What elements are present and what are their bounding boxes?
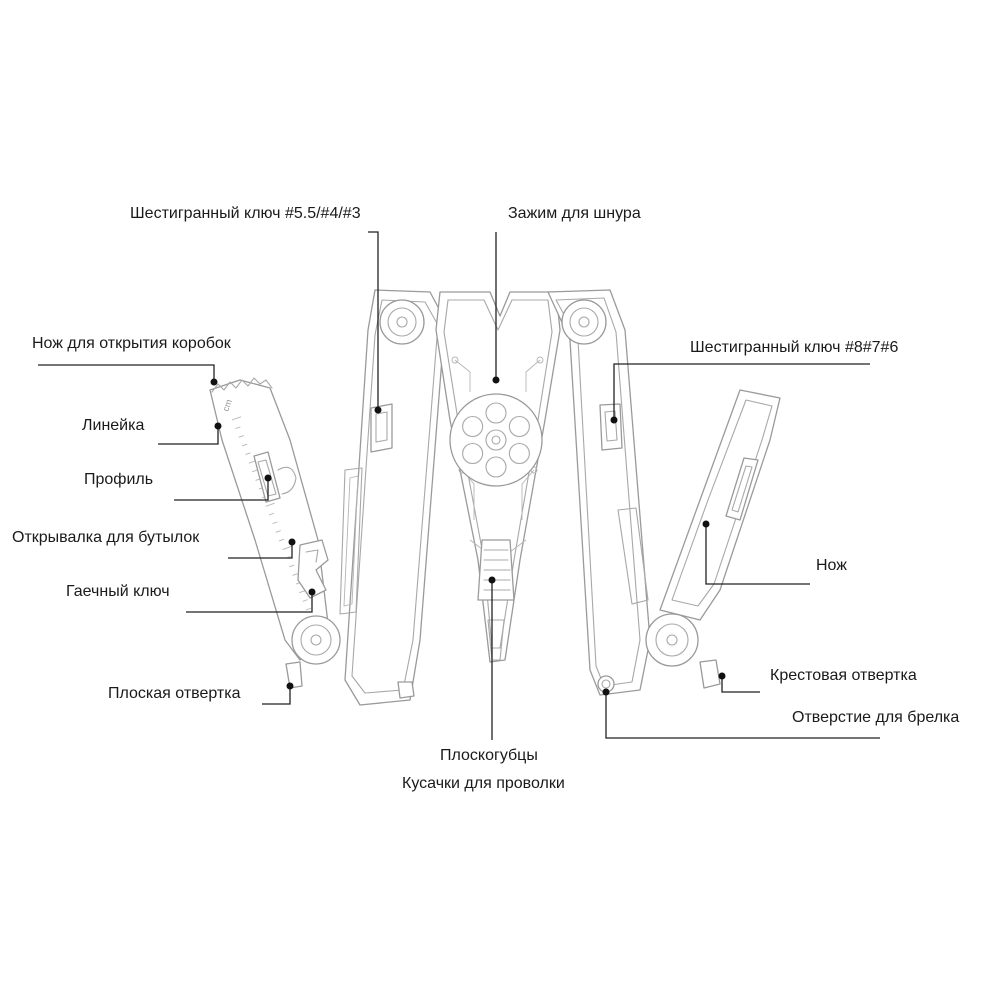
label-hex-key-small: Шестигранный ключ #5.5/#4/#3: [130, 205, 361, 222]
label-box-knife: Нож для открытия коробок: [32, 335, 231, 352]
ruler-tick: [265, 502, 275, 507]
label-ruler: Линейка: [82, 417, 145, 434]
ruler-tick: [252, 469, 258, 473]
left-tool-blade: cm: [209, 377, 341, 689]
ruler-tick: [302, 599, 308, 602]
ruler-unit: cm: [220, 398, 234, 413]
ruler-tick: [305, 607, 312, 611]
ruler-tick: [292, 573, 298, 576]
label-bottle-opener: Открывалка для бутылок: [12, 529, 200, 546]
cord-clamp-hole: [508, 415, 530, 438]
center-pliers: [435, 291, 561, 663]
ruler-tick: [245, 452, 251, 455]
label-wire-cutters: Кусачки для проволки: [402, 775, 565, 792]
label-flat-screwdriver: Плоская отвертка: [108, 685, 241, 702]
cord-clamp-hole: [462, 442, 484, 465]
label-hex-key-large: Шестигранный ключ #8#7#6: [690, 339, 899, 356]
cord-clamp-hole: [485, 402, 507, 424]
knife-blade: [645, 389, 781, 689]
ruler-tick: [282, 545, 292, 550]
left-handle: [339, 289, 446, 706]
cord-clamp-hole: [462, 415, 484, 438]
label-pliers: Плоскогубцы: [440, 747, 538, 764]
label-cord-clamp: Зажим для шнура: [508, 205, 641, 222]
ruler-tick: [268, 512, 275, 516]
label-phillips-screwdriver: Крестовая отвертка: [770, 667, 917, 684]
cord-clamp-hole: [485, 456, 507, 478]
label-profile: Профиль: [84, 471, 154, 488]
label-wrench: Гаечный ключ: [66, 583, 170, 600]
right-handle: [547, 289, 651, 696]
cord-clamp-hole: [508, 442, 530, 465]
ruler-tick: [275, 530, 281, 533]
label-knife: Нож: [816, 557, 847, 574]
ruler-tick: [272, 521, 278, 525]
cord-clamp-holes: [462, 402, 530, 478]
leader-lines: [38, 231, 880, 740]
ruler-tick: [278, 538, 285, 542]
ruler-tick: [241, 443, 248, 447]
ruler-tick: [235, 426, 241, 430]
ruler-tick: [231, 416, 242, 421]
label-keyring-hole: Отверстие для брелка: [792, 709, 960, 726]
ruler-tick: [238, 435, 244, 438]
ruler-tick: [289, 564, 295, 568]
